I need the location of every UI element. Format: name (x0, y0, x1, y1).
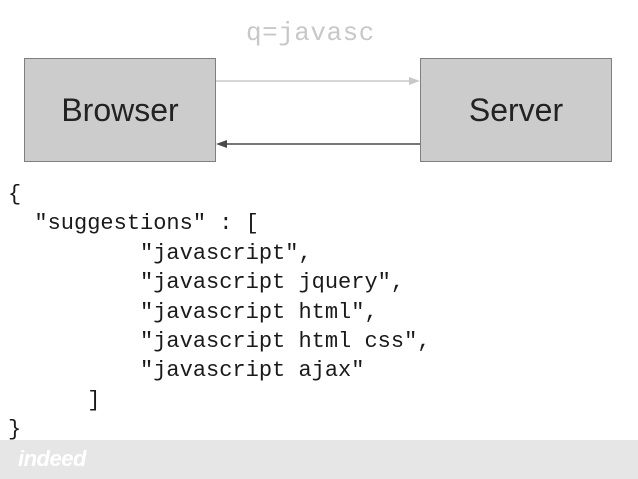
code-line: } (8, 417, 22, 443)
response-json-code: { "suggestions" : [ "javascript", "javas… (8, 180, 430, 445)
request-arrow (216, 77, 420, 85)
query-label: q=javasc (246, 18, 375, 48)
server-box: Server (420, 58, 612, 162)
server-label: Server (468, 91, 564, 128)
code-line: "javascript", (8, 240, 312, 266)
indeed-logo: indeed (18, 446, 86, 471)
code-line: "javascript html css", (8, 328, 431, 354)
code-line: "suggestions" : [ (8, 211, 259, 237)
browser-label: Browser (61, 91, 179, 128)
response-arrow (216, 140, 420, 148)
code-line: "javascript jquery", (8, 270, 405, 296)
code-line: ] (8, 387, 101, 413)
code-line: "javascript ajax" (8, 358, 365, 384)
browser-box: Browser (24, 58, 216, 162)
code-line: { (8, 182, 22, 207)
code-line: "javascript html", (8, 299, 378, 325)
footer-bar: indeed (0, 440, 638, 479)
